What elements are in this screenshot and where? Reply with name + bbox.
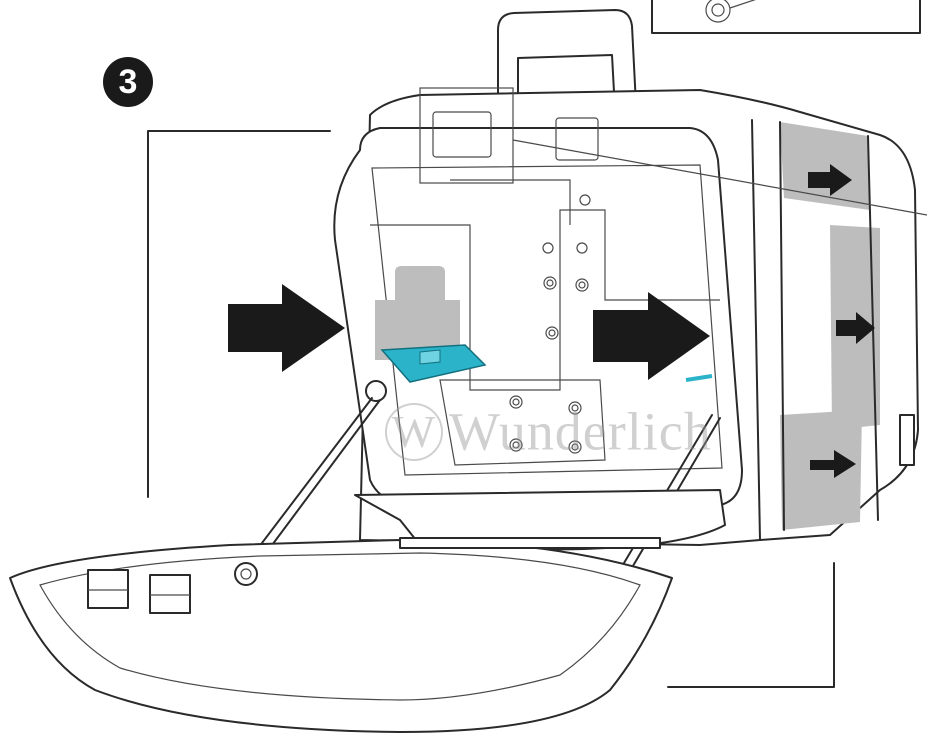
cyan-retaining-clip [380, 344, 487, 383]
lid-latches [87, 569, 191, 614]
case-lid [9, 539, 673, 733]
watermark-text: Wunderlich [449, 401, 712, 462]
stay-pivot-top [365, 380, 387, 402]
hinge-bar [399, 537, 661, 549]
step-number-badge: 3 [103, 57, 153, 107]
detail-highlight-box [419, 87, 514, 184]
callout-bracket-left [147, 130, 331, 498]
side-arrow-bottom-icon [810, 450, 856, 478]
side-latch [899, 414, 915, 466]
case-interior [333, 127, 743, 506]
slide-arrow-icon [593, 292, 710, 380]
detail-leader-line [512, 139, 927, 216]
side-arrow-top-icon [808, 164, 852, 196]
detail-inset-frame [651, 0, 921, 34]
lid-stay-left [242, 397, 373, 569]
screw-set [509, 194, 591, 454]
lock-tab [375, 266, 460, 360]
callout-bracket-right [667, 562, 835, 688]
side-arrow-middle-icon [836, 312, 875, 344]
side-pad-top [780, 122, 870, 210]
cyan-strap-end [685, 374, 713, 382]
push-arrow-icon [228, 284, 345, 372]
mounting-plate [370, 209, 720, 391]
watermark-logo-icon: W [385, 402, 443, 461]
inset-screw [705, 0, 731, 23]
stay-pivot-lid [234, 562, 258, 586]
